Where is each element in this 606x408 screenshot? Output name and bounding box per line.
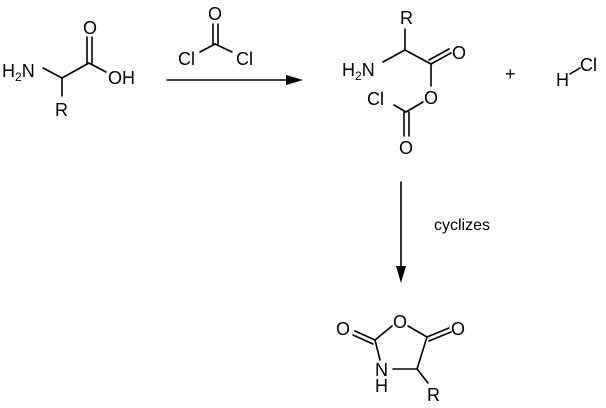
- hydrogen-chloride: H Cl: [556, 55, 597, 90]
- phosgene-o-label: O: [208, 4, 222, 24]
- product-r-label: R: [427, 385, 440, 405]
- product-o-right-label: O: [451, 319, 465, 339]
- product-h-label: H: [375, 376, 388, 396]
- product-n-label: N: [375, 360, 388, 380]
- intermediate-r-label: R: [400, 8, 413, 28]
- reaction-arrow: [166, 75, 303, 85]
- n-carboxyanhydride-product: O O O N H R: [336, 312, 465, 405]
- intermediate-carbonyl-o-label: O: [452, 43, 466, 63]
- carbonyl-o-label: O: [83, 18, 97, 38]
- intermediate-amine-label: H2N: [342, 60, 375, 83]
- amine-label: H2N: [2, 61, 35, 84]
- plus-sign: +: [505, 64, 516, 84]
- phosgene-cl-left-label: Cl: [178, 49, 195, 69]
- hydroxyl-label: OH: [108, 68, 135, 88]
- cyclization-arrow: [396, 181, 406, 283]
- product-o-left-label: O: [336, 319, 350, 339]
- intermediate-chloroformyl-o-label: O: [399, 138, 413, 158]
- intermediate-cl-label: Cl: [367, 89, 384, 109]
- phosgene: O Cl Cl: [178, 4, 253, 69]
- r-group-label: R: [55, 100, 68, 120]
- step-label: cyclizes: [434, 217, 490, 234]
- ring-o-label: O: [393, 312, 407, 332]
- amino-acid: H2N R O OH: [2, 18, 135, 120]
- hcl-h-label: H: [556, 70, 569, 90]
- phosgene-cl-right-label: Cl: [236, 49, 253, 69]
- hcl-cl-label: Cl: [580, 55, 597, 75]
- intermediate-ester-o-label: O: [424, 88, 438, 108]
- mixed-anhydride-intermediate: R H2N O O Cl O: [342, 8, 466, 158]
